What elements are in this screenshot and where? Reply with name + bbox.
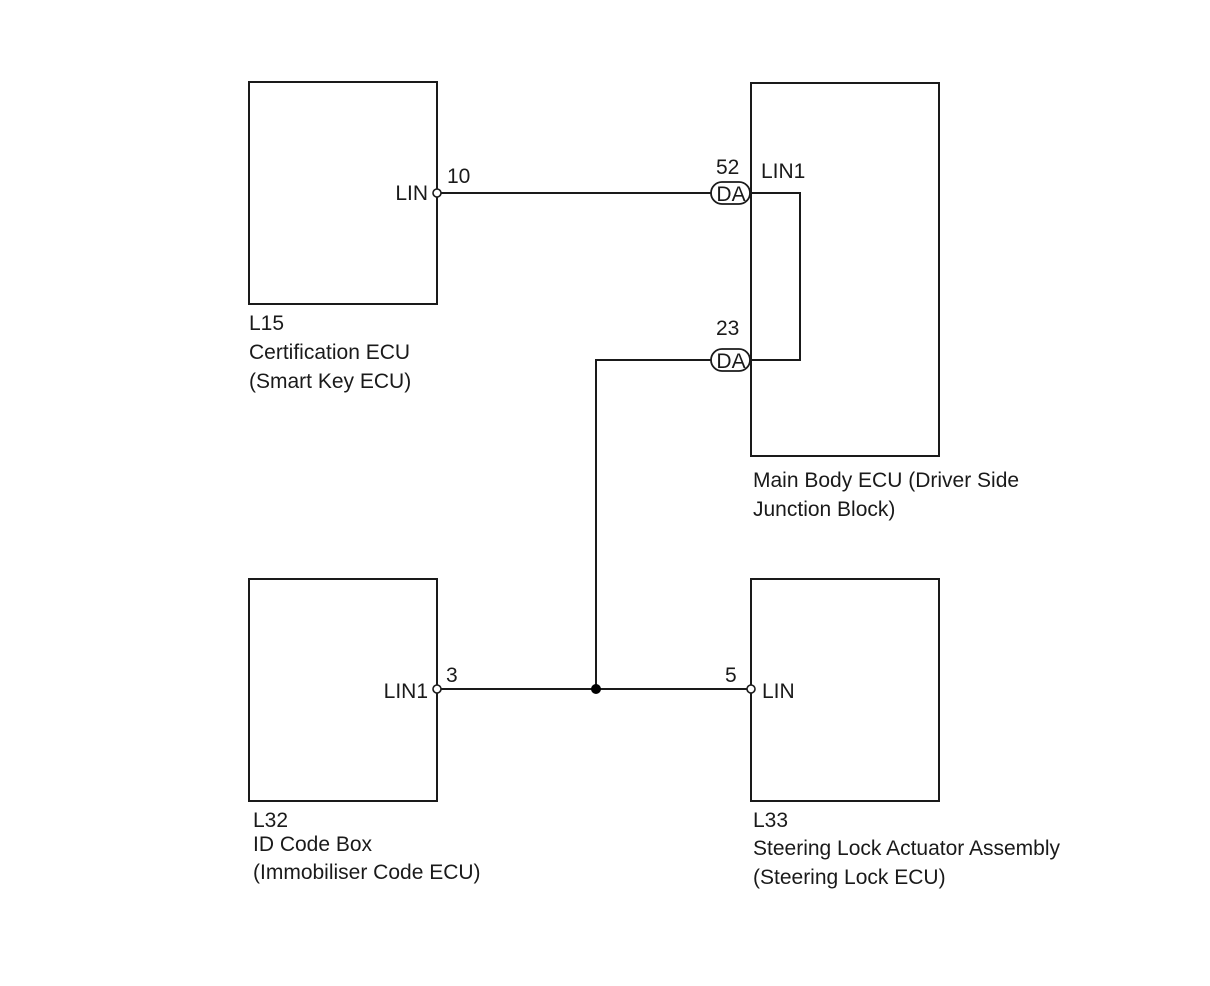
id-code-box-code: L32 (253, 809, 288, 832)
steering-lock-code: L33 (753, 809, 788, 832)
connector-da-bottom (710, 348, 751, 372)
cert-ecu-code: L15 (249, 312, 284, 335)
cert-ecu-pin-number: 10 (447, 165, 470, 188)
cert-ecu-pin-label: LIN (395, 182, 428, 205)
connector-da-top (710, 181, 751, 205)
cert-ecu-pin-terminal (432, 188, 442, 198)
main-body-pin-number-bottom: 23 (716, 317, 739, 340)
steering-lock-pin-number: 5 (725, 664, 737, 687)
connector-da-bottom-label: DA (716, 350, 745, 373)
id-code-box-subname: (Immobiliser Code ECU) (253, 861, 481, 884)
cert-ecu-subname: (Smart Key ECU) (249, 370, 411, 393)
main-body-pin-label: LIN1 (761, 160, 805, 183)
cert-ecu-name: Certification ECU (249, 341, 410, 364)
wire-junction-dot (591, 684, 601, 694)
id-code-box-pin-number: 3 (446, 664, 458, 687)
connector-da-top-label: DA (716, 183, 745, 206)
id-code-box-name: ID Code Box (253, 833, 373, 856)
id-code-box-pin-terminal (432, 684, 442, 694)
main-body-pin-number-top: 52 (716, 156, 739, 179)
id-code-box-pin-label: LIN1 (384, 680, 428, 703)
main-body-ecu-subname: Junction Block) (753, 498, 895, 521)
main-body-ecu-box (750, 82, 940, 457)
wire-main-body-internal-bridge (751, 192, 801, 361)
wire-main-to-junction (595, 359, 712, 689)
steering-lock-subname: (Steering Lock ECU) (753, 866, 946, 889)
steering-lock-name: Steering Lock Actuator Assembly (753, 837, 1060, 860)
steering-lock-pin-terminal (746, 684, 756, 694)
steering-lock-pin-label: LIN (762, 680, 795, 703)
main-body-ecu-name: Main Body ECU (Driver Side (753, 469, 1019, 492)
